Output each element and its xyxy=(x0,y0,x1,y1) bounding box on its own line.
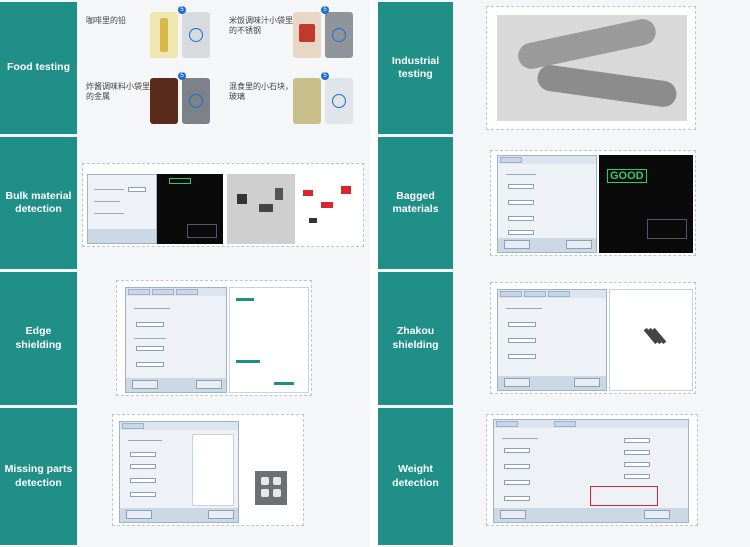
status-good-badge: GOOD xyxy=(607,169,647,183)
food-sample-image xyxy=(150,12,178,58)
xray-image xyxy=(182,78,210,124)
step-badge: 5 xyxy=(178,6,186,14)
food-item-text: 咖啡里的铅 xyxy=(86,16,126,25)
software-screen xyxy=(125,287,227,393)
food-item-metal-in-sauce: 炸酱调味料小袋里的金属 5 xyxy=(82,72,222,129)
xray-image xyxy=(182,12,210,58)
live-image-view: GOOD xyxy=(599,155,693,253)
xray-image xyxy=(325,78,353,124)
food-sample-image xyxy=(150,78,178,124)
bagged-materials-panel: GOOD xyxy=(490,150,696,256)
detection-circle-icon xyxy=(189,28,203,42)
xray-part-image xyxy=(255,471,287,505)
step-badge: 5 xyxy=(178,72,186,80)
xray-boots-image xyxy=(497,15,687,121)
food-item-text: 米饭调味汁小袋里的不锈钢 xyxy=(229,16,293,36)
bulk-material-panel xyxy=(82,163,364,247)
color-detection-image xyxy=(297,174,361,244)
step-badge: 5 xyxy=(321,72,329,80)
software-screen xyxy=(493,419,689,523)
image-viewer xyxy=(609,289,693,391)
highlight-box xyxy=(590,486,658,506)
live-image-view xyxy=(157,174,223,244)
food-item-lead-in-coffee: 咖啡里的铅 5 xyxy=(82,6,222,63)
xray-image xyxy=(325,12,353,58)
missing-parts-panel xyxy=(112,414,304,526)
software-screen xyxy=(87,174,157,244)
xray-sample-image xyxy=(227,174,295,244)
label-industrial-testing: Industrial testing xyxy=(378,2,453,134)
software-screen xyxy=(119,421,239,523)
image-viewer xyxy=(229,287,309,393)
detection-circle-icon xyxy=(189,94,203,108)
software-screen xyxy=(497,155,597,253)
edge-shielding-panel xyxy=(116,280,312,396)
detection-circle-icon xyxy=(332,28,346,42)
label-bulk-material: Bulk material detection xyxy=(0,137,77,269)
industrial-panel xyxy=(486,6,696,130)
label-missing-parts: Missing parts detection xyxy=(0,408,77,545)
food-sample-image xyxy=(293,78,321,124)
label-edge-shielding: Edge shielding xyxy=(0,272,77,405)
food-item-stones-glass: 混食里的小石块，玻璃 5 xyxy=(225,72,365,129)
food-item-steel-in-rice-sauce: 米饭调味汁小袋里的不锈钢 5 xyxy=(225,6,365,63)
software-screen xyxy=(497,289,607,391)
weight-detection-panel xyxy=(486,414,698,526)
food-item-text: 炸酱调味料小袋里的金属 xyxy=(86,82,150,102)
label-weight-detection: Weight detection xyxy=(378,408,453,545)
food-item-text: 混食里的小石块，玻璃 xyxy=(229,82,293,102)
label-food-testing: Food testing xyxy=(0,2,77,134)
label-bagged-materials: Bagged materials xyxy=(378,137,453,269)
left-column: Food testing Bulk material detection Edg… xyxy=(0,0,370,547)
detection-circle-icon xyxy=(332,94,346,108)
right-column: Industrial testing Bagged materials Zhak… xyxy=(378,0,750,547)
step-badge: 5 xyxy=(321,6,329,14)
food-sample-image xyxy=(293,12,321,58)
zhakou-shielding-panel xyxy=(490,282,696,394)
label-zhakou-shielding: Zhakou shielding xyxy=(378,272,453,405)
